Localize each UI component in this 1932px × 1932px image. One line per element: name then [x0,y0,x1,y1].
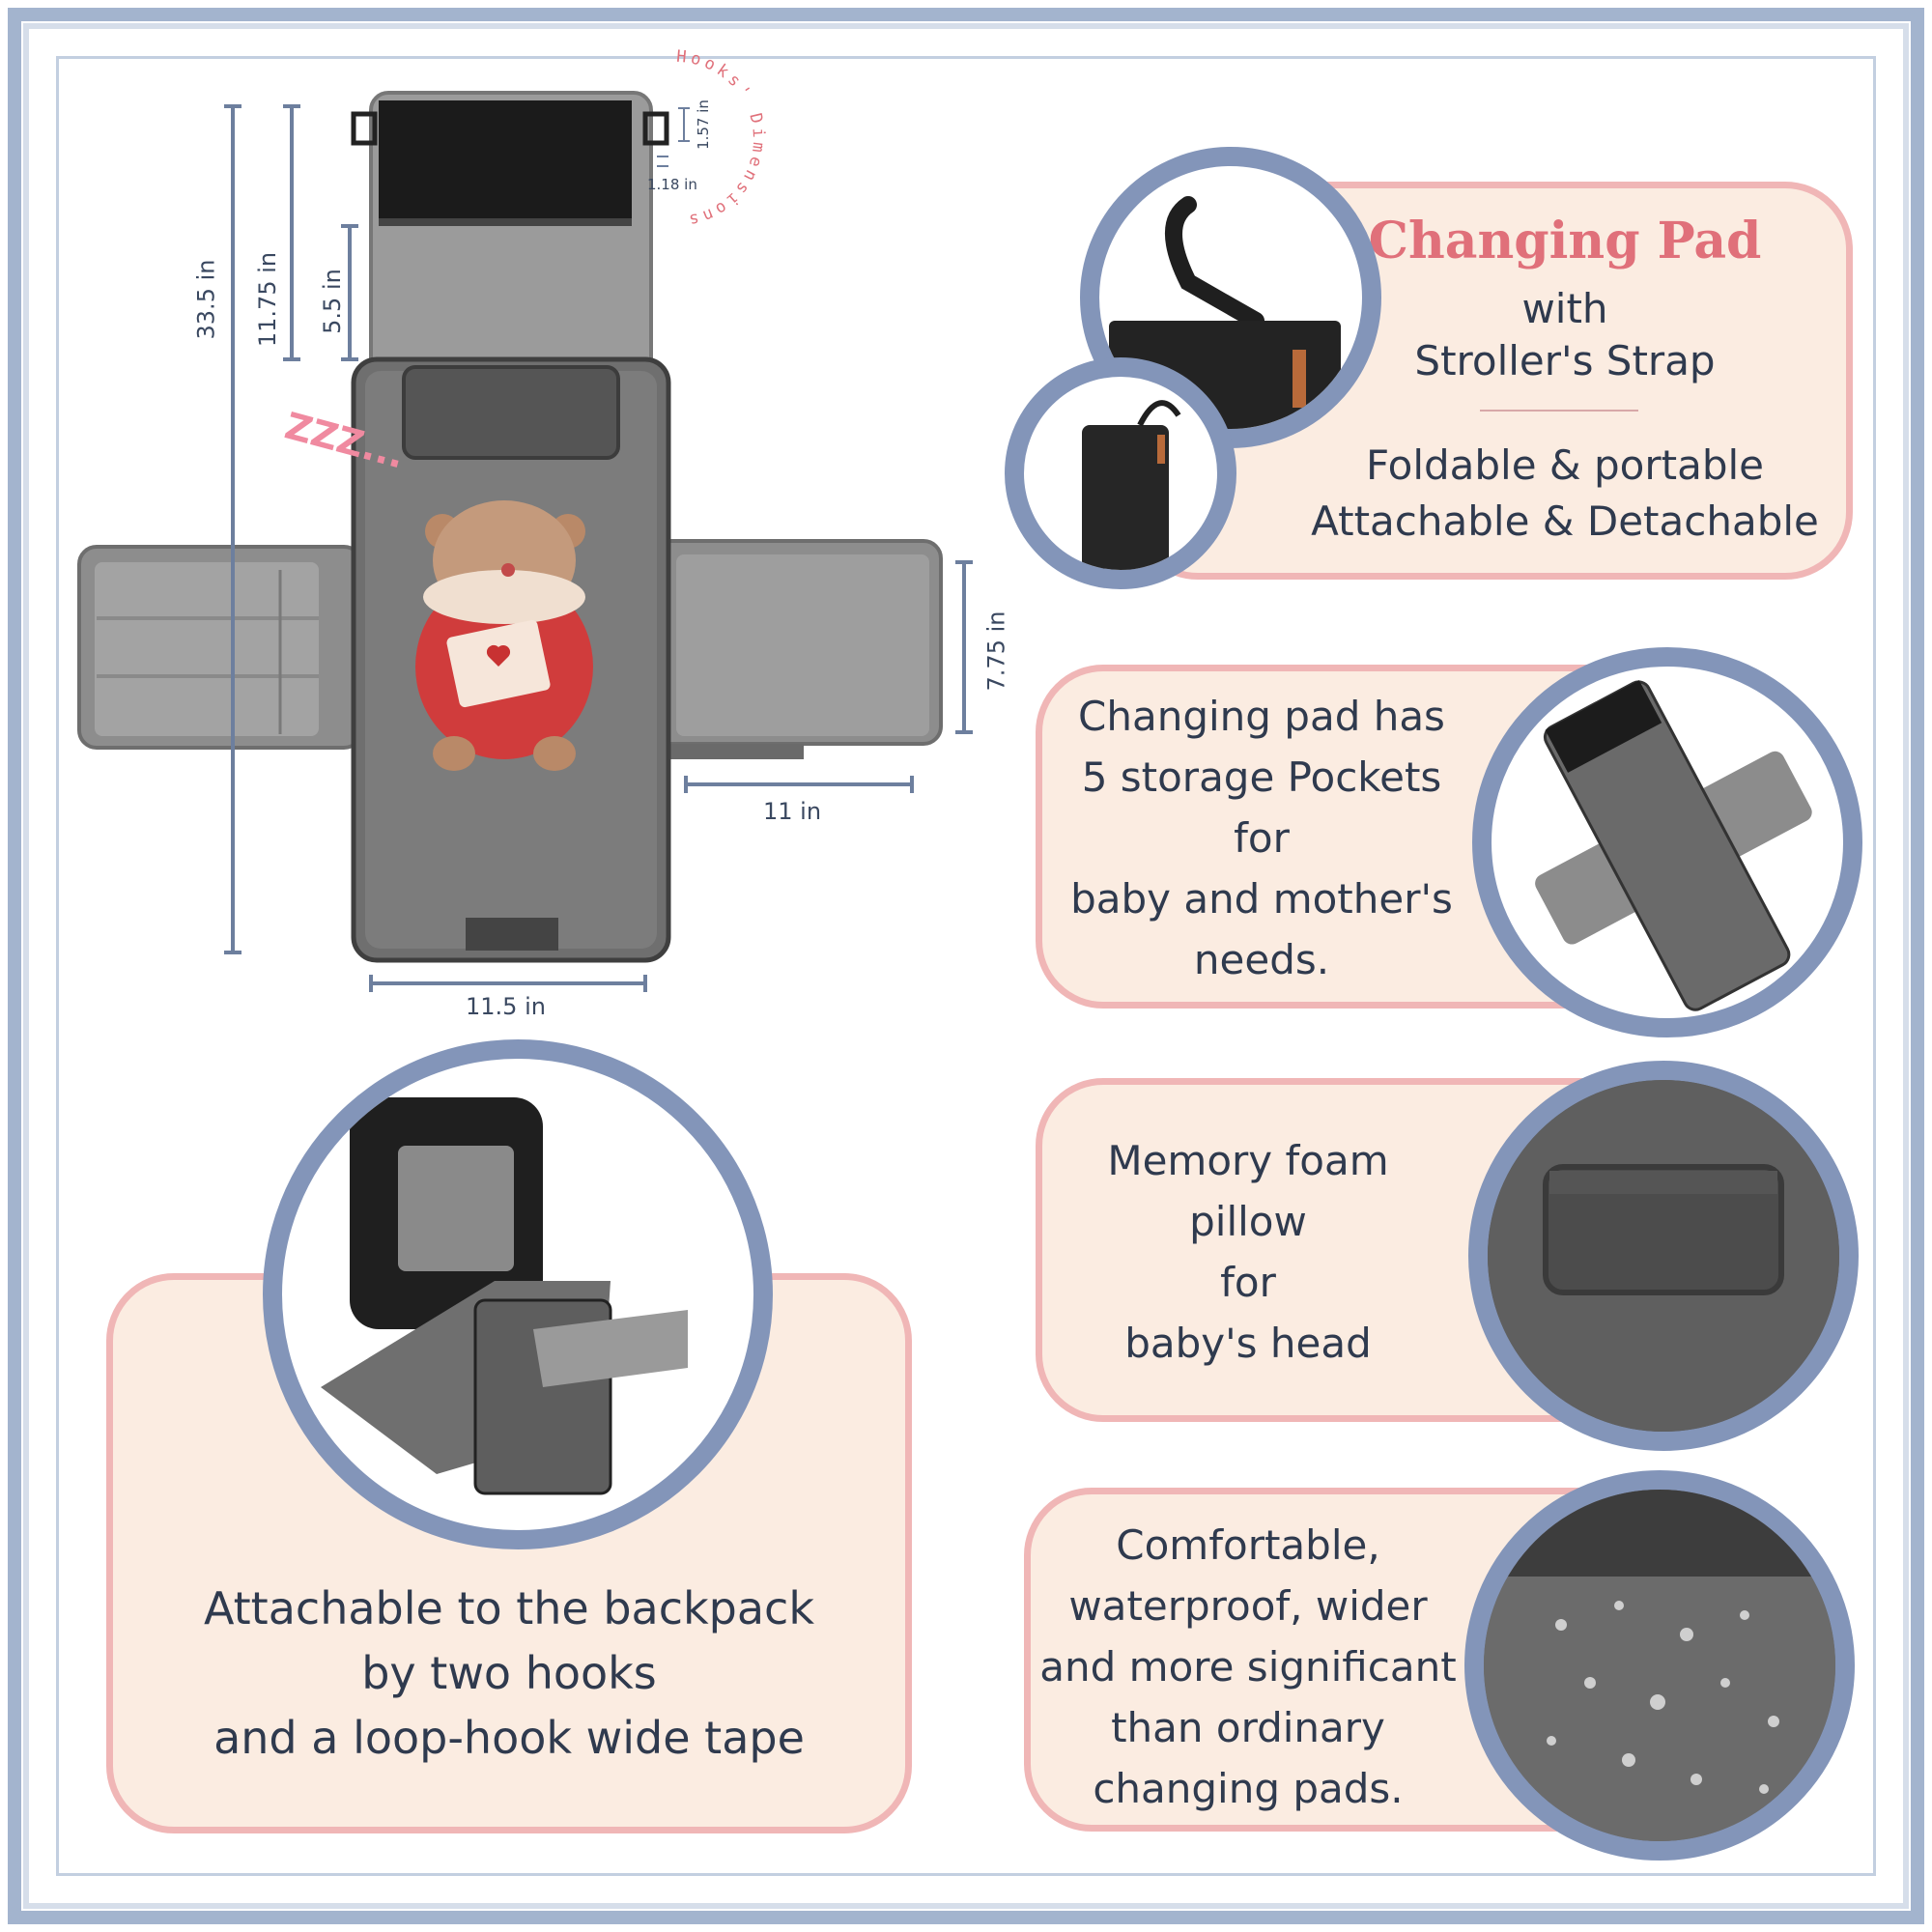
pockets-line-4: baby and mother's [1070,875,1453,923]
bear-illustration [415,500,593,771]
pockets-pad-image [1535,680,1812,1011]
strap-pouch-image [1082,400,1181,570]
hooks-dimensions-label: Hooks' Dimensions [675,47,768,231]
pockets-photo-circle [1472,647,1862,1037]
strap-line-2: Attachable & Detachable [1311,497,1819,545]
waterproof-photo-circle [1464,1470,1855,1861]
pillow-line-4: baby's head [1124,1320,1372,1367]
dim-label-pad-width: 11.5 in [466,993,546,1020]
dim-label-hook-gap: 1.18 in [647,176,697,193]
page-frame [8,8,1924,1924]
backpack-line-3: and a loop-hook wide tape [213,1712,805,1764]
dim-label-top-flap: 11.75 in [254,251,282,348]
pockets-line-2: 5 storage Pockets [1081,753,1442,801]
pillow-photo-circle [1468,1061,1859,1451]
strap-subtitle-2: Stroller's Strap [1414,337,1716,384]
right-hook [642,111,669,146]
pillow-pocket [402,365,620,460]
backpack-image [321,1097,688,1495]
backpack-line-1: Attachable to the backpack [203,1582,814,1634]
backpack-line-2: by two hooks [361,1647,657,1699]
strap-title: Changing Pad [1368,212,1762,270]
waterproof-line-4: than ordinary [1111,1704,1385,1751]
pillow-line-1: Memory foam [1107,1137,1389,1184]
pockets-line-3: for [1234,814,1290,862]
strap-subtitle-1: with [1521,285,1608,332]
pillow-line-3: for [1220,1259,1276,1306]
waterproof-line-5: changing pads. [1093,1765,1404,1812]
dim-label-wing-height: 7.75 in [982,611,1010,692]
dim-label-total: 33.5 in [192,259,220,340]
strap-photo-circle-small [1005,357,1236,589]
strap-line-1: Foldable & portable [1365,441,1765,489]
pillow-line-2: pillow [1189,1198,1307,1245]
backpack-photo-circle [263,1039,773,1549]
dim-label-wing-width: 11 in [763,798,822,825]
pockets-line-5: needs. [1193,936,1330,983]
waterproof-line-2: waterproof, wider [1068,1582,1428,1630]
waterproof-line-1: Comfortable, [1116,1521,1380,1569]
dim-label-head: 5.5 in [318,269,346,334]
strap-divider [1480,410,1638,412]
pockets-line-1: Changing pad has [1078,693,1445,740]
waterproof-line-3: and more significant [1039,1643,1457,1690]
dim-label-hook-height: 1.57 in [694,99,712,150]
waterproof-image [1484,1490,1835,1841]
left-hook [351,111,378,146]
pillow-image [1488,1080,1839,1432]
